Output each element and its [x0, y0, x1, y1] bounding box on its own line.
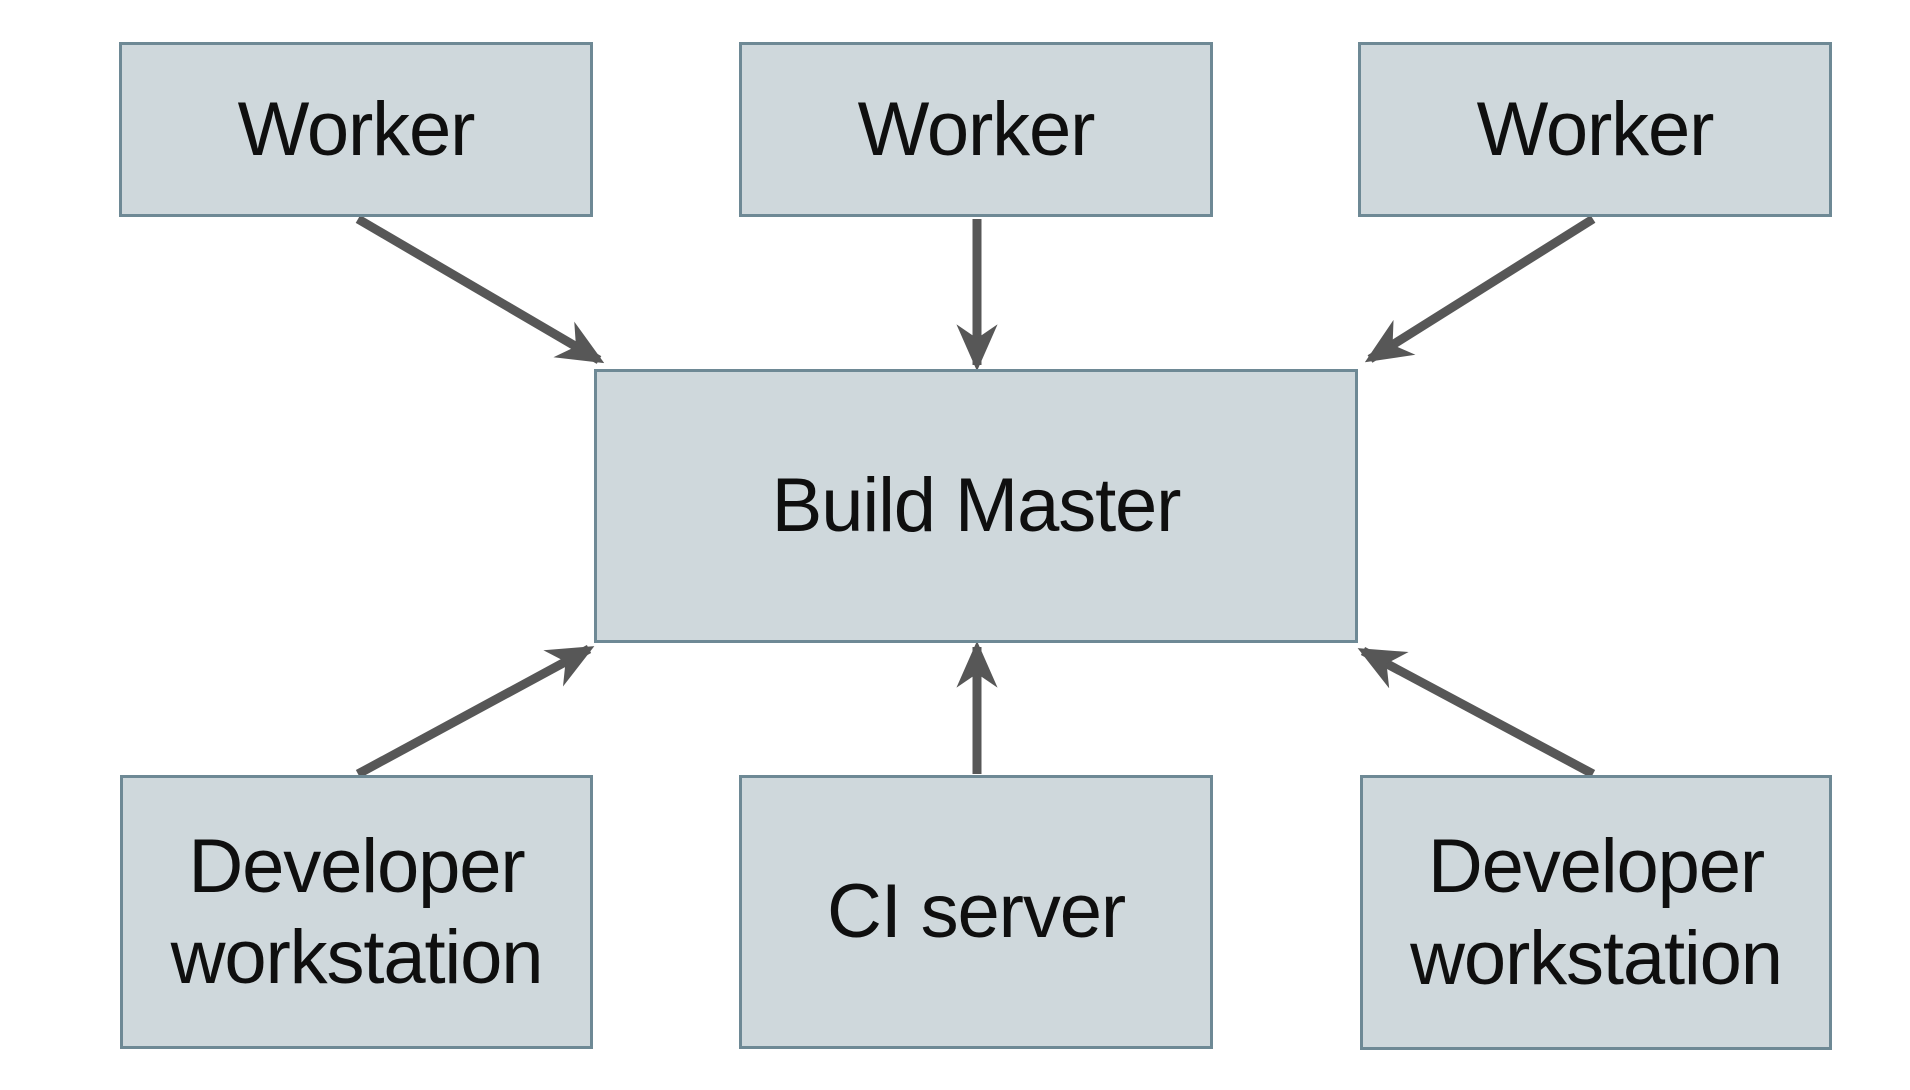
node-developer-workstation-left-label: Developer workstation — [170, 823, 544, 1000]
node-worker-2-label: Worker — [857, 86, 1096, 172]
arrow-devright-to-buildmaster — [1357, 647, 1596, 778]
node-worker-1: Worker — [119, 42, 593, 217]
arrow-devleft-to-buildmaster — [355, 645, 595, 778]
node-worker-3: Worker — [1358, 42, 1832, 217]
node-worker-1-label: Worker — [237, 86, 476, 172]
node-build-master-label: Build Master — [771, 463, 1182, 549]
arrow-worker1-to-buildmaster — [355, 215, 605, 364]
node-worker-2: Worker — [739, 42, 1213, 217]
node-ci-server-label: CI server — [826, 869, 1126, 955]
node-build-master: Build Master — [594, 369, 1358, 643]
node-ci-server: CI server — [739, 775, 1213, 1049]
node-developer-workstation-left: Developer workstation — [120, 775, 593, 1049]
node-worker-3-label: Worker — [1476, 86, 1715, 172]
arrow-worker3-to-buildmaster — [1364, 215, 1596, 363]
node-developer-workstation-right-label: Developer workstation — [1410, 824, 1783, 1001]
node-developer-workstation-right: Developer workstation — [1360, 775, 1832, 1050]
